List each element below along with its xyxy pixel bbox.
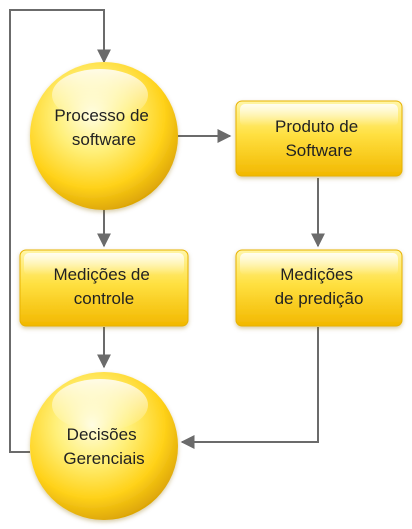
node-medicoes-de-predicao[interactable]: Medições de predição xyxy=(235,249,403,327)
svg-text:Produto de Software: Produto de Software xyxy=(275,117,363,160)
node-processo-gloss xyxy=(52,69,148,121)
node-decisoes-gerenciais[interactable]: Decisões Gerenciais xyxy=(30,372,178,520)
node-predicao-label-line2: de predição xyxy=(275,289,364,308)
node-produto-label-line1: Produto de xyxy=(275,117,358,136)
node-controle-gloss xyxy=(24,253,184,275)
svg-text:Medições de predição: Medições de predição xyxy=(275,265,364,308)
edges xyxy=(9,9,325,453)
node-controle-label-line2: controle xyxy=(74,289,134,308)
node-processo-label-line1: Processo de xyxy=(54,106,149,125)
node-produto-de-software[interactable]: Produto de Software xyxy=(235,100,403,177)
node-produto-label-line2: Software xyxy=(285,141,352,160)
edge-decisoes-to-processo xyxy=(9,9,111,453)
node-controle-label-line1: Medições de xyxy=(53,265,149,284)
node-predicao-label-line1: Medições xyxy=(280,265,353,284)
node-medicoes-de-controle[interactable]: Medições de controle xyxy=(19,249,189,327)
svg-text:Decisões Gerenciais: Decisões Gerenciais xyxy=(63,425,144,468)
svg-text:Processo de software: Processo de software xyxy=(54,106,153,149)
node-decisoes-label-line1: Decisões xyxy=(67,425,137,444)
node-predicao-gloss xyxy=(240,253,398,275)
edge-predicao-to-decisoes xyxy=(180,327,319,449)
svg-text:Medições de controle: Medições de controle xyxy=(53,265,154,308)
node-produto-gloss xyxy=(240,104,398,126)
node-processo-label-line2: software xyxy=(72,130,136,149)
node-processo-de-software[interactable]: Processo de software xyxy=(30,62,178,210)
node-decisoes-gloss xyxy=(52,379,148,431)
node-decisoes-label-line2: Gerenciais xyxy=(63,449,144,468)
